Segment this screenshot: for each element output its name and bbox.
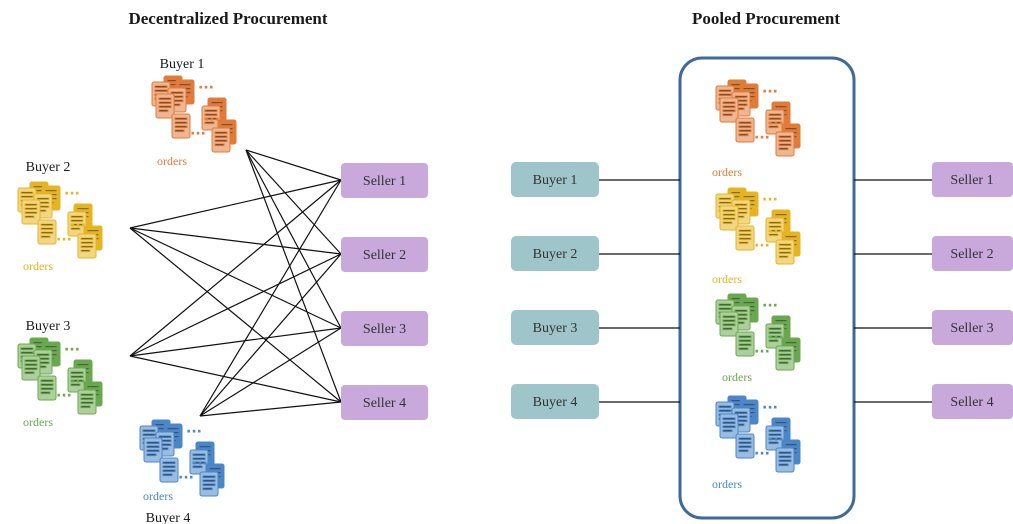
left-seller-1-label: Seller 1 [363,174,406,189]
pool-orders-1: orders [712,165,742,179]
pool-orders-4-icon: ········· [715,395,801,473]
buyer-2-to-seller-1-line [129,179,342,229]
right-title: Pooled Procurement [692,9,840,28]
pooled-connections [599,179,932,403]
pool-orders-2: orders [712,272,742,286]
buyer-4-to-seller-4-line [199,401,342,417]
svg-text:···: ··· [56,388,72,404]
left-buyer-2-orders: orders [23,259,53,273]
buyer-1-to-seller-2-line [245,149,342,255]
svg-text:···: ··· [190,126,206,142]
right-seller-2: Seller 2 [932,236,1013,271]
pool-orders-3: orders [722,370,752,384]
svg-text:···: ··· [178,470,194,486]
pool-container [678,56,856,520]
left-buyer-2-label: Buyer 2 [26,160,71,175]
left-seller-2: Seller 2 [341,237,428,272]
svg-text:···: ··· [762,298,778,314]
buyer-3-to-seller-3-line [129,327,342,357]
right-seller-1-label: Seller 1 [950,173,993,188]
left-seller-1: Seller 1 [341,163,428,198]
svg-text:···: ··· [762,192,778,208]
svg-text:···: ··· [204,112,220,128]
svg-text:···: ··· [186,424,202,440]
left-seller-3-label: Seller 3 [363,322,406,337]
buyer-3-to-seller-2-line [129,253,342,357]
buyer-2-to-seller-4-line [129,227,342,403]
buyer-4-to-seller-2-line [199,253,342,417]
svg-text:···: ··· [192,456,208,472]
right-buyer-4-label: Buyer 4 [533,395,578,410]
right-seller-3: Seller 3 [932,310,1013,345]
svg-text:···: ··· [64,186,80,202]
right-seller-1: Seller 1 [932,162,1013,197]
decentralized-connections [129,149,342,417]
buyer-2-to-seller-2-line [129,227,342,255]
buyer-1-to-seller-4-line [245,149,342,403]
left-buyer-3-label: Buyer 3 [26,319,71,334]
svg-text:···: ··· [70,218,86,234]
left-buyer-4-label: Buyer 4 [146,511,191,524]
right-buyer-3: Buyer 3 [511,310,599,345]
right-seller-3-label: Seller 3 [950,321,993,336]
right-buyer-2: Buyer 2 [511,236,599,271]
right-buyer-1: Buyer 1 [511,162,599,197]
svg-text:···: ··· [768,116,784,132]
svg-text:···: ··· [754,130,770,146]
pool-orders-3-icon: ········· [715,293,801,371]
svg-text:···: ··· [198,80,214,96]
buyer-4-to-seller-3-line [199,327,342,417]
buyer-4-to-seller-1-line [199,179,342,417]
svg-text:···: ··· [754,446,770,462]
left-title: Decentralized Procurement [128,9,327,28]
right-seller-4: Seller 4 [932,384,1013,419]
pool-orders-2-icon: ········· [715,187,801,265]
svg-text:···: ··· [56,232,72,248]
left-buyer-2-orders-icon: ········· [17,181,103,259]
left-buyer-3-orders: orders [23,415,53,429]
svg-text:···: ··· [768,432,784,448]
left-buyer-1-orders: orders [157,154,187,168]
left-buyer-4-orders-icon: ········· [139,419,225,497]
right-buyer-4: Buyer 4 [511,384,599,419]
svg-text:···: ··· [762,400,778,416]
buyer-3-to-seller-4-line [129,355,342,403]
left-seller-3: Seller 3 [341,311,428,346]
buyer-3-to-seller-1-line [129,179,342,357]
buyer-1-to-seller-1-line [245,149,342,181]
svg-text:···: ··· [64,342,80,358]
buyer-1-to-seller-3-line [245,149,342,329]
svg-text:···: ··· [754,238,770,254]
left-seller-2-label: Seller 2 [363,248,406,263]
right-seller-4-label: Seller 4 [950,395,993,410]
left-seller-4: Seller 4 [341,385,428,420]
pool-orders-1-icon: ········· [715,79,801,157]
left-buyer-1-label: Buyer 1 [160,57,205,72]
right-buyer-1-label: Buyer 1 [533,173,578,188]
pool-orders-4: orders [712,477,742,491]
left-buyer-1-orders-icon: ········· [151,75,237,153]
svg-text:···: ··· [754,344,770,360]
right-seller-2-label: Seller 2 [950,247,993,262]
left-buyer-4-orders: orders [143,489,173,503]
right-buyer-2-label: Buyer 2 [533,247,578,262]
svg-text:···: ··· [768,330,784,346]
svg-text:···: ··· [768,224,784,240]
svg-text:···: ··· [70,374,86,390]
left-buyer-3-orders-icon: ········· [17,337,103,415]
left-seller-4-label: Seller 4 [363,396,406,411]
buyer-2-to-seller-3-line [129,227,342,329]
svg-text:···: ··· [762,84,778,100]
right-buyer-3-label: Buyer 3 [533,321,578,336]
